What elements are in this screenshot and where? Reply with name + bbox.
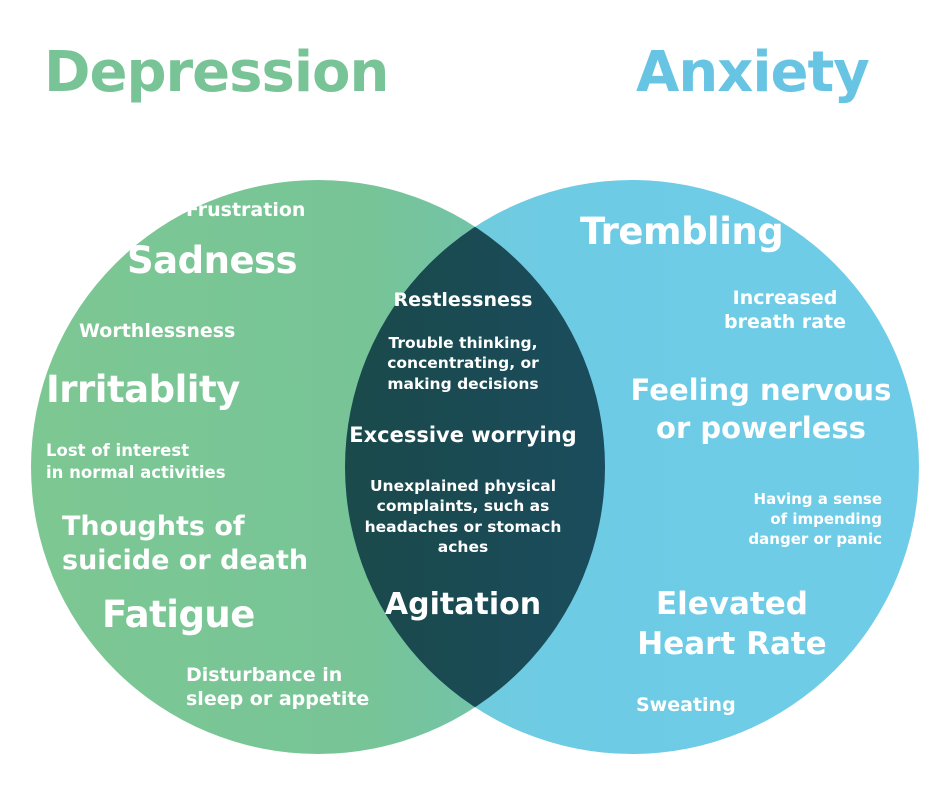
trouble-thinking-label: Trouble thinking, concentrating, or maki…: [387, 334, 539, 393]
thoughts-label: Thoughts of suicide or death: [62, 511, 309, 576]
impending-danger-label: Having a sense of impending danger or pa…: [748, 490, 882, 548]
excessive-worrying-label: Excessive worrying: [349, 423, 577, 447]
lost-interest-label: Lost of interest in normal activities: [46, 441, 226, 482]
agitation-label: Agitation: [384, 587, 542, 622]
breath-rate-label: Increased breath rate: [723, 287, 847, 333]
worthlessness-label: Worthlessness: [79, 320, 236, 342]
depression-title: Depression: [44, 40, 389, 105]
nervous-label: Feeling nervous or powerless: [630, 373, 892, 445]
sadness-label: Sadness: [127, 239, 298, 282]
trembling-label: Trembling: [580, 210, 784, 253]
overlap-region: [345, 180, 605, 754]
frustration-label: Frustration: [186, 199, 306, 221]
heart-rate-label: Elevated Heart Rate: [637, 586, 827, 663]
sweating-label: Sweating: [636, 694, 736, 716]
fatigue-label: Fatigue: [102, 593, 255, 636]
disturbance-label: Disturbance in sleep or appetite: [186, 664, 370, 710]
irritability-label: Irritablity: [46, 368, 240, 411]
unexplained-complaints-label: Unexplained physical complaints, such as…: [364, 477, 562, 557]
anxiety-title: Anxiety: [636, 40, 870, 105]
restlessness-label: Restlessness: [393, 289, 533, 311]
